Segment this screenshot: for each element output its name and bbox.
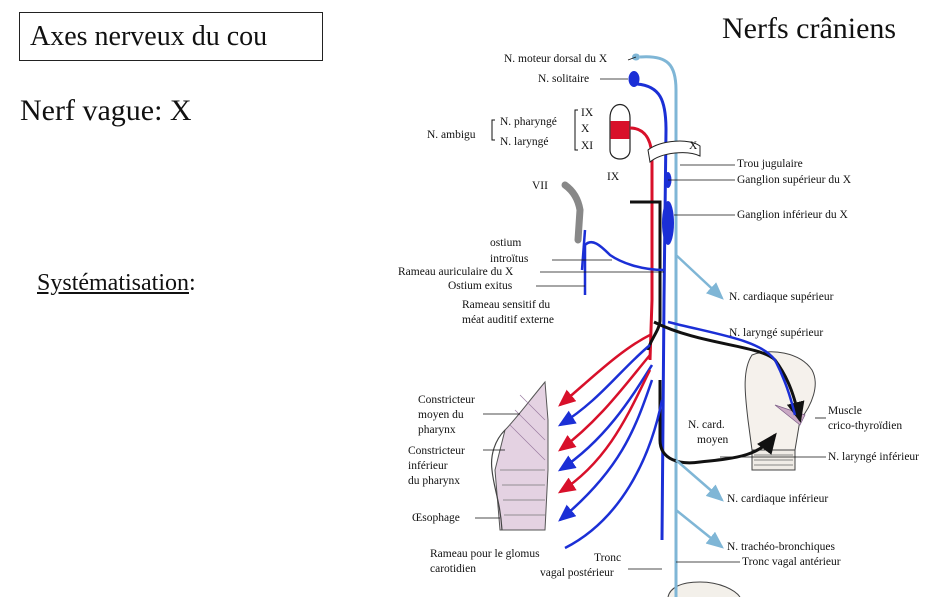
inferior-ganglion	[662, 201, 674, 245]
label-tracheo: N. trachéo-bronchiques	[727, 541, 835, 553]
label-larynge-sup: N. laryngé supérieur	[729, 327, 823, 339]
label-rameau-sensitif-2: méat auditif externe	[462, 314, 554, 326]
label-tronc-anterieur: Tronc vagal antérieur	[742, 556, 841, 568]
label-xi: XI	[581, 140, 593, 152]
auricular-branch	[583, 240, 665, 295]
label-solitaire: N. solitaire	[538, 73, 589, 85]
tracheobronchial-branch	[675, 509, 724, 549]
label-tronc-post-2: vagal postérieur	[540, 567, 614, 579]
label-ostium-1: ostium	[490, 237, 521, 249]
label-rameau-sensitif-1: Rameau sensitif du	[462, 299, 550, 311]
label-constricteur-moyen-1: Constricteur	[418, 394, 475, 406]
stomach-outline	[667, 581, 741, 597]
label-rameau-auriculaire: Rameau auriculaire du X	[398, 266, 514, 278]
label-muscle-1: Muscle	[828, 405, 862, 417]
label-muscle-2: crico-thyroïdien	[828, 420, 902, 432]
label-glomus-2: carotidien	[430, 563, 476, 575]
label-oesophage: Œsophage	[412, 512, 460, 524]
meatus-branch	[580, 229, 587, 271]
sensory-nerve	[636, 82, 668, 541]
label-ganglion-sup: Ganglion supérieur du X	[737, 174, 852, 186]
label-ix-top: IX	[581, 107, 594, 119]
label-ostium-exitus: Ostium exitus	[448, 280, 513, 292]
recurrent-laryngeal-loop	[658, 380, 777, 465]
label-larynge: N. laryngé	[500, 136, 549, 148]
label-card-moyen-1: N. card.	[688, 419, 725, 431]
section-label: Systématisation	[37, 270, 189, 296]
label-ostium-2: introïtus	[490, 253, 529, 265]
label-larynge-inf: N. laryngé inférieur	[828, 451, 919, 463]
pharyngeal-branches	[557, 333, 664, 550]
label-x-mid: X	[581, 123, 590, 135]
section-colon: :	[189, 270, 196, 296]
superior-laryngeal-blue	[667, 320, 797, 416]
label-trou-jugulaire: Trou jugulaire	[737, 158, 803, 170]
label-moteur-dorsal: N. moteur dorsal du X	[504, 53, 608, 65]
vagus-trunk	[630, 200, 662, 351]
label-cardiaque-inf: N. cardiaque inférieur	[727, 493, 828, 505]
solitary-nucleus	[628, 71, 640, 87]
facial-nerve-vii	[561, 181, 584, 244]
label-pharynge: N. pharyngé	[500, 116, 557, 128]
nerve-bracket	[574, 109, 578, 151]
pharynx-illustration	[490, 380, 549, 531]
label-glomus-1: Rameau pour le glomus	[430, 548, 540, 560]
label-card-moyen-2: moyen	[697, 434, 729, 446]
subtitle: Nerf vague: X	[20, 94, 192, 127]
jugular-foramen	[647, 140, 701, 163]
label-x-right: X	[689, 140, 698, 152]
label-ix-small: IX	[607, 171, 620, 183]
ambiguus-red-part	[610, 121, 630, 139]
label-tronc-post-1: Tronc	[594, 552, 621, 564]
motor-nerve	[629, 126, 654, 361]
inferior-cardiac-branch	[675, 459, 724, 502]
box-title: Axes nerveux du cou	[30, 21, 268, 52]
visceral-efferent-nerve	[639, 55, 678, 597]
label-vii: VII	[532, 180, 548, 192]
label-ambigu: N. ambigu	[427, 129, 476, 141]
label-ganglion-inf: Ganglion inférieur du X	[737, 209, 849, 221]
label-constricteur-inf-3: du pharynx	[408, 475, 460, 487]
label-constricteur-inf-1: Constricteur	[408, 445, 465, 457]
label-constricteur-moyen-2: moyen du	[418, 409, 464, 421]
leader-lines	[475, 56, 826, 570]
ambigu-bracket	[491, 119, 495, 141]
label-constricteur-moyen-3: pharynx	[418, 424, 456, 436]
superior-cardiac-branch	[675, 254, 724, 300]
title-box: Axes nerveux du cou	[19, 12, 323, 61]
label-cardiaque-sup: N. cardiaque supérieur	[729, 291, 834, 303]
section-heading: Systématisation:	[37, 270, 196, 297]
label-constricteur-inf-2: inférieur	[408, 460, 448, 472]
main-title: Nerfs crâniens	[722, 12, 897, 45]
